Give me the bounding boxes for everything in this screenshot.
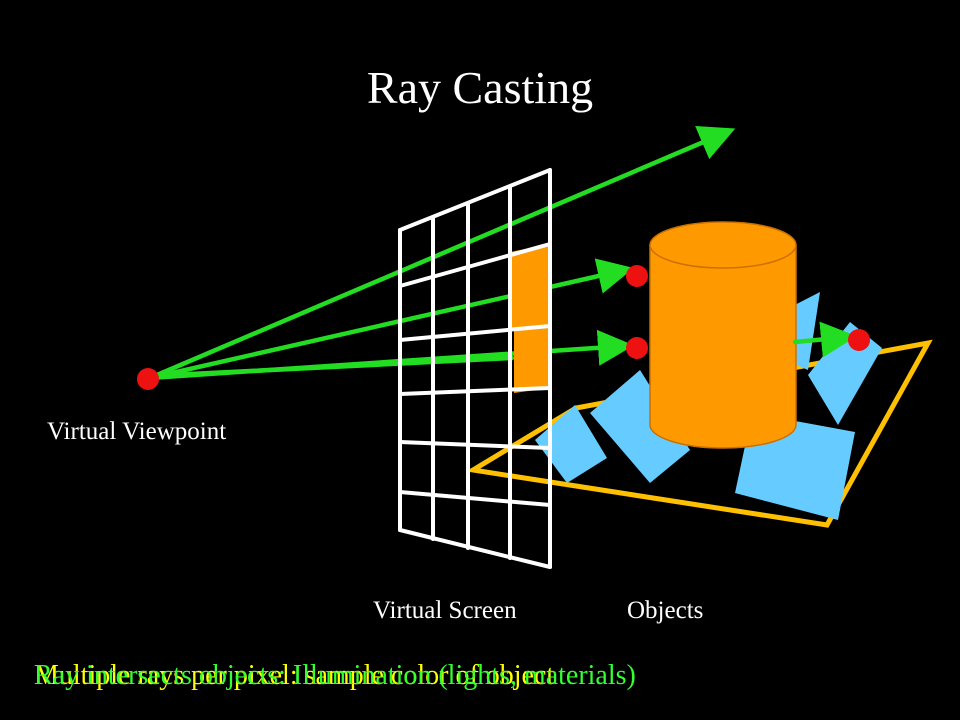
cylinder-top	[649, 221, 797, 269]
screen-grid	[398, 168, 552, 569]
slide-title: Ray Casting	[366, 62, 594, 113]
hit-points	[137, 265, 870, 390]
viewpoint-dot	[137, 368, 159, 390]
hit-point-3	[848, 329, 870, 351]
caption-ray-intersects: Ray intersects objects: Illumination (li…	[34, 660, 636, 691]
virtual-screen	[398, 168, 552, 569]
box-2	[590, 370, 690, 483]
cylinder-body	[649, 244, 797, 449]
label-virtual-screen: Virtual Screen	[373, 597, 517, 624]
ray-through-objects	[147, 355, 515, 379]
caption-multiple-rays: Multiple rays per pixel: sample color of…	[34, 660, 555, 691]
screen-pixel-upper	[510, 244, 550, 330]
cylinder-object	[649, 221, 797, 449]
screen-pixel-lower	[514, 326, 550, 393]
ray-miss	[147, 126, 736, 381]
box-1	[535, 405, 607, 483]
hit-point-2	[626, 337, 648, 359]
ray-reflected	[792, 321, 857, 358]
hit-point-1	[626, 265, 648, 287]
label-virtual-viewpoint: Virtual Viewpoint	[47, 418, 227, 445]
label-objects: Objects	[627, 597, 704, 624]
